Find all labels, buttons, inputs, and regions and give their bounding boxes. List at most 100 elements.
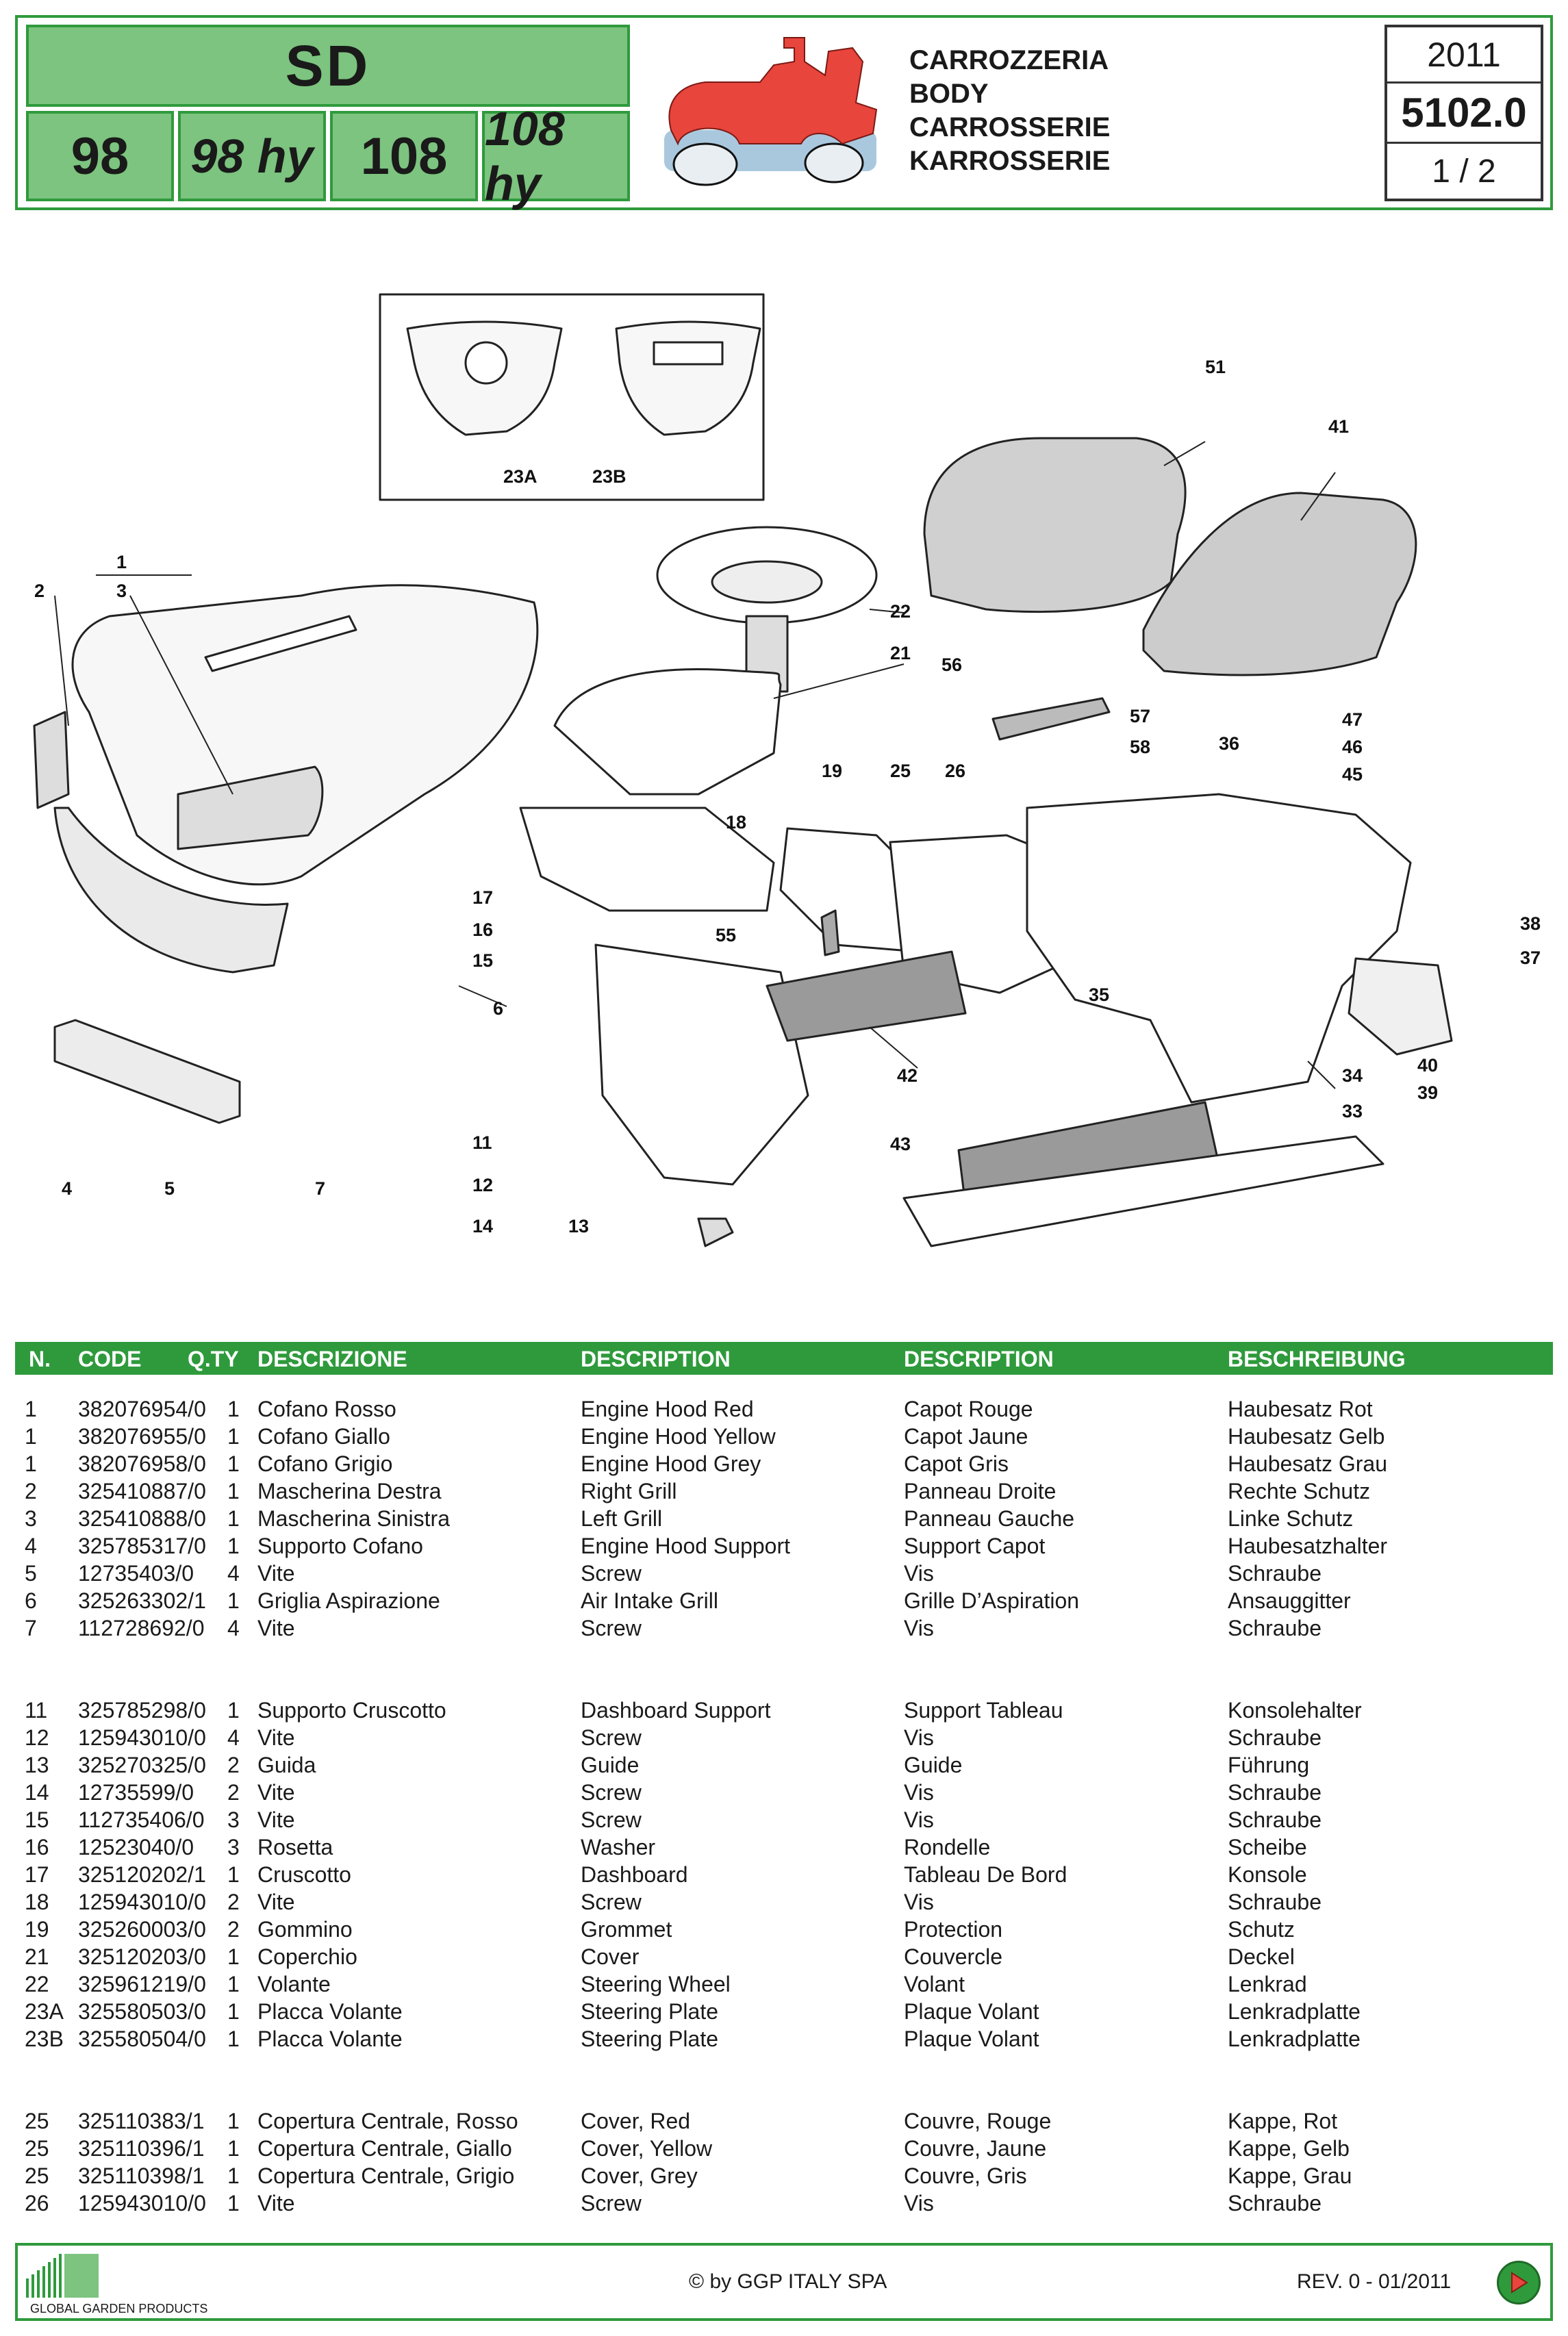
part-qty: 2 xyxy=(227,1890,240,1914)
part-description-fr: Capot Rouge xyxy=(904,1397,1033,1421)
model-block: SD 98 98 hy 108 108 hy xyxy=(26,25,630,210)
part-description-fr: Panneau Droite xyxy=(904,1479,1057,1503)
part-qty: 1 xyxy=(227,2163,240,2188)
left-grill xyxy=(33,711,70,809)
right-grill xyxy=(177,765,324,850)
part-number: 23B xyxy=(25,2027,64,2051)
part-description-fr: Plaque Volant xyxy=(904,1999,1039,2024)
callout-43: 43 xyxy=(890,1134,911,1154)
part-description-en: Left Grill xyxy=(581,1506,663,1531)
steering-plate-23a-hole xyxy=(464,341,508,385)
part-beschreibung: Führung xyxy=(1228,1753,1310,1777)
part-qty: 1 xyxy=(227,1588,240,1613)
part-qty: 4 xyxy=(227,1561,240,1586)
part-beschreibung: Ansauggitter xyxy=(1228,1588,1351,1613)
part-beschreibung: Schraube xyxy=(1228,1780,1322,1805)
leader-41 xyxy=(1300,472,1336,521)
part-qty: 2 xyxy=(227,1780,240,1805)
part-number: 25 xyxy=(25,2163,49,2188)
part-number: 1 xyxy=(25,1397,37,1421)
callout-35: 35 xyxy=(1089,985,1109,1005)
part-beschreibung: Scheibe xyxy=(1228,1835,1307,1859)
part-code: 325785317/0 xyxy=(78,1534,206,1558)
part-qty: 1 xyxy=(227,1424,240,1449)
part-descrizione: Mascherina Destra xyxy=(257,1479,442,1503)
part-description-fr: Support Capot xyxy=(904,1534,1046,1558)
callout-36: 36 xyxy=(1219,733,1239,754)
play-arrow-icon xyxy=(1511,2272,1528,2294)
callout-45: 45 xyxy=(1342,764,1363,785)
part-number: 15 xyxy=(25,1807,49,1832)
part-description-fr: Support Tableau xyxy=(904,1698,1063,1723)
variant-98: 98 xyxy=(26,111,174,201)
leader-6 xyxy=(458,985,507,1007)
callout-23b: 23B xyxy=(592,466,627,487)
ggp-logo-text: GLOBAL GARDEN PRODUCTS xyxy=(30,2302,208,2315)
steering-wheel-hub xyxy=(711,560,823,604)
part-description-fr: Protection xyxy=(904,1917,1003,1942)
exploded-diagram: 1 2 3 4 5 6 7 11 12 13 14 15 16 17 18 19… xyxy=(33,293,1541,1247)
part-beschreibung: Haubesatzhalter xyxy=(1228,1534,1388,1558)
header-descrizione: DESCRIZIONE xyxy=(257,1347,407,1371)
part-number: 23A xyxy=(25,1999,64,2024)
leader-34 xyxy=(1307,1061,1336,1089)
callout-56: 56 xyxy=(941,655,962,675)
part-qty: 1 xyxy=(227,1534,240,1558)
part-description-fr: Tableau De Bord xyxy=(904,1862,1067,1887)
part-code: 325580504/0 xyxy=(78,2027,206,2051)
doc-code: 5102.0 xyxy=(1387,84,1541,144)
parts-table-header: N. CODE Q.TY DESCRIZIONE DESCRIPTION DES… xyxy=(15,1342,1553,1375)
hood-support xyxy=(53,1019,241,1124)
callout-37: 37 xyxy=(1520,948,1541,968)
callout-7: 7 xyxy=(315,1178,325,1199)
section-title-fr: CARROSSERIE xyxy=(909,112,1111,142)
leader-51 xyxy=(1163,441,1206,466)
part-description-fr: Vis xyxy=(904,1725,934,1750)
part-description-fr: Grille D’Aspiration xyxy=(904,1588,1080,1613)
seat-51 xyxy=(923,437,1187,613)
part-number: 1 xyxy=(25,1451,37,1476)
part-description-en: Guide xyxy=(581,1753,640,1777)
part-description-fr: Vis xyxy=(904,1561,934,1586)
header-frame xyxy=(15,15,1553,210)
callout-2: 2 xyxy=(34,581,45,601)
part-number: 25 xyxy=(25,2109,49,2133)
part-descrizione: Cofano Grigio xyxy=(257,1451,393,1476)
part-description-en: Dashboard Support xyxy=(581,1698,771,1723)
copyright: © by GGP ITALY SPA xyxy=(689,2270,887,2293)
section-title-de: KARROSSERIE xyxy=(909,146,1111,176)
header-description-en: DESCRIPTION xyxy=(581,1347,731,1371)
footer: GLOBAL GARDEN PRODUCTS © by GGP ITALY SP… xyxy=(15,2243,1553,2321)
part-code: 12735403/0 xyxy=(78,1561,194,1586)
callout-13: 13 xyxy=(568,1216,589,1236)
callout-34: 34 xyxy=(1342,1065,1363,1086)
part-beschreibung: Schraube xyxy=(1228,1725,1322,1750)
callout-38: 38 xyxy=(1520,913,1541,934)
part-description-fr: Guide xyxy=(904,1753,963,1777)
part-qty: 1 xyxy=(227,1999,240,2024)
variant-108-hy: 108 hy xyxy=(482,102,630,210)
part-number: 14 xyxy=(25,1780,49,1805)
next-page-button[interactable] xyxy=(1497,2261,1541,2305)
part-beschreibung: Deckel xyxy=(1228,1944,1295,1969)
header-description-fr: DESCRIPTION xyxy=(904,1347,1054,1371)
part-description-en: Screw xyxy=(581,2191,642,2216)
part-qty: 3 xyxy=(227,1835,240,1859)
part-qty: 2 xyxy=(227,1753,240,1777)
part-number: 3 xyxy=(25,1506,37,1531)
callout-17: 17 xyxy=(472,887,493,908)
part-beschreibung: Linke Schutz xyxy=(1228,1506,1354,1531)
part-number: 6 xyxy=(25,1588,37,1613)
part-number: 21 xyxy=(25,1944,49,1969)
part-code: 12735599/0 xyxy=(78,1780,194,1805)
footrest-frame xyxy=(902,1135,1384,1247)
leader-42 xyxy=(869,1026,918,1069)
callout-33: 33 xyxy=(1342,1101,1363,1121)
callout-55: 55 xyxy=(716,925,736,945)
part-description-fr: Capot Jaune xyxy=(904,1424,1028,1449)
